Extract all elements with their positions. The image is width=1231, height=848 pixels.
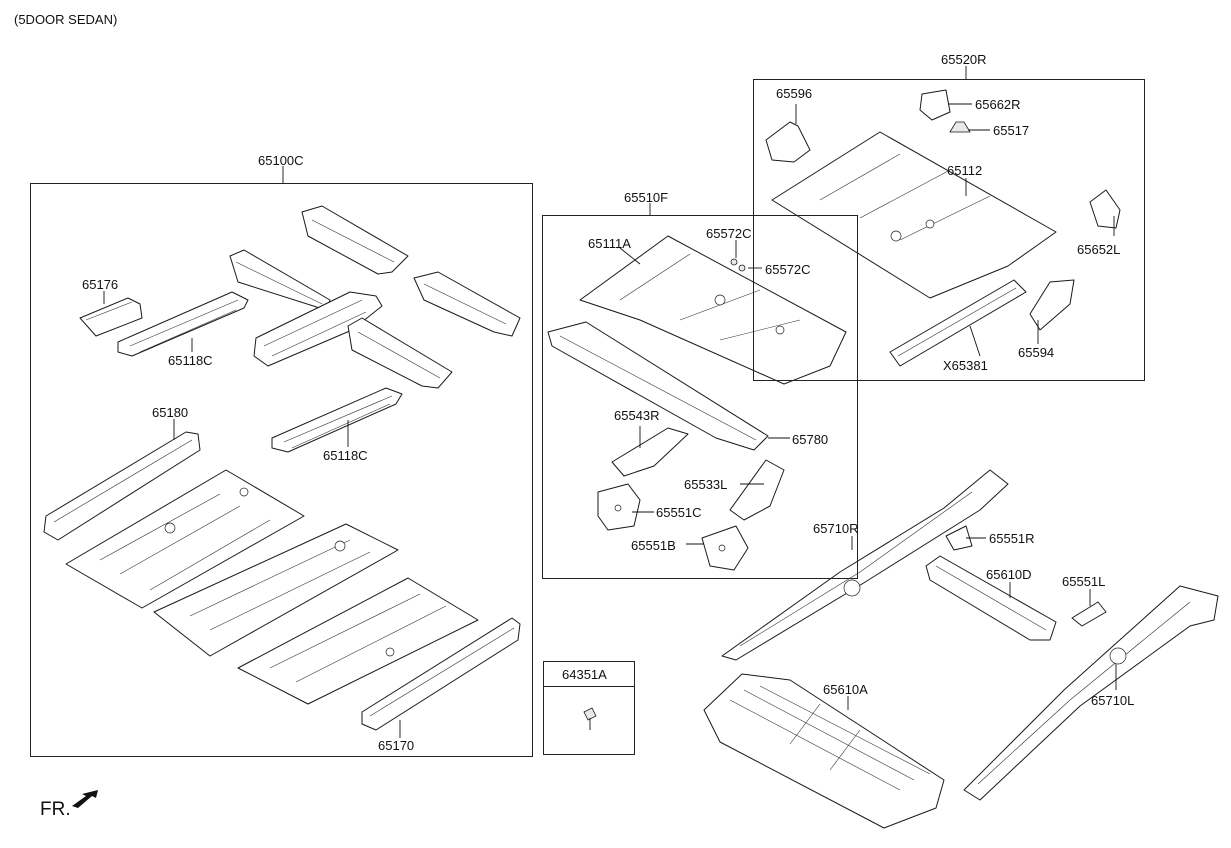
part-label-65533L: 65533L [684,477,728,492]
part-65170-drawing [361,617,521,731]
part-label-65176: 65176 [82,277,119,292]
part-crossmember-d-drawing [347,317,453,389]
part-label-65662R: 65662R [975,97,1021,112]
variant-label: (5DOOR SEDAN) [14,12,118,27]
part-65118C-lower-drawing [271,387,403,453]
part-65710L-drawing [963,585,1219,801]
part-crossmember-e-drawing [413,271,521,337]
part-65596-drawing [765,121,811,163]
part-65543R-drawing [611,427,689,477]
part-65710R-drawing [721,469,1009,661]
part-label-65710L: 65710L [1091,693,1135,708]
part-label-65610A: 65610A [823,682,868,697]
floor-panel-front-drawing [65,469,305,609]
part-label-65780: 65780 [792,432,829,447]
part-65551L-drawing [1071,601,1107,627]
group-label-65520R: 65520R [941,52,987,67]
group-box-64351A-header [543,661,635,687]
part-65111A-drawing [579,235,847,385]
part-65551C-drawing [597,483,641,531]
part-label-65572C-a: 65572C [706,226,752,241]
part-label-65551L: 65551L [1062,574,1106,589]
part-label-65170: 65170 [378,738,415,753]
part-label-65652L: 65652L [1077,242,1121,257]
floor-panel-center-drawing [153,523,399,657]
group-label-65510F: 65510F [624,190,669,205]
part-65551R-drawing [945,525,973,551]
part-65118C-upper-drawing [117,291,249,357]
part-65780-drawing [547,321,769,451]
part-65517-drawing [949,121,971,133]
part-label-65551B: 65551B [631,538,676,553]
leader-lines [103,66,1117,738]
floor-panel-side-drawing [237,577,479,705]
group-box-65100C [30,183,533,757]
part-65551B-drawing [701,525,749,571]
part-crossmember-b-drawing [253,291,383,367]
part-65652L-drawing [1089,189,1121,229]
part-label-65710R: 65710R [813,521,859,536]
part-65610A-drawing [703,673,945,829]
part-label-65112: 65112 [947,163,983,178]
group-label-65100C: 65100C [258,153,304,168]
group-box-65520R [753,79,1145,381]
part-label-65594: 65594 [1018,345,1055,360]
part-65572C-drawing [730,258,746,272]
part-65610D-drawing [925,555,1057,641]
part-label-65610D: 65610D [986,567,1032,582]
group-box-65510F [542,215,858,579]
part-65112-drawing [771,131,1057,299]
part-label-65118C-upper: 65118C [168,353,213,368]
part-label-65111A: 65111A [588,236,631,251]
bolt-icon [583,707,597,730]
part-label-65572C-b: 65572C [765,262,811,277]
part-65662R-drawing [919,89,951,121]
part-65176-drawing [79,297,143,337]
part-label-65543R: 65543R [614,408,660,423]
arrow-front-left-icon [72,790,98,808]
part-label-65517: 65517 [993,123,1030,138]
part-crossmember-c-drawing [301,205,409,275]
part-label-65551C: 65551C [656,505,702,520]
part-65533L-drawing [729,459,785,521]
part-label-65596: 65596 [776,86,813,101]
part-label-X65381: X65381 [943,358,988,373]
group-label-64351A: 64351A [562,667,607,682]
part-label-65551R: 65551R [989,531,1035,546]
part-label-65118C-lower: 65118C [323,448,368,463]
part-X65381-drawing [889,279,1027,367]
front-indicator-label: FR. [40,799,71,820]
part-label-65180: 65180 [152,405,189,420]
part-65180-drawing [43,431,201,541]
